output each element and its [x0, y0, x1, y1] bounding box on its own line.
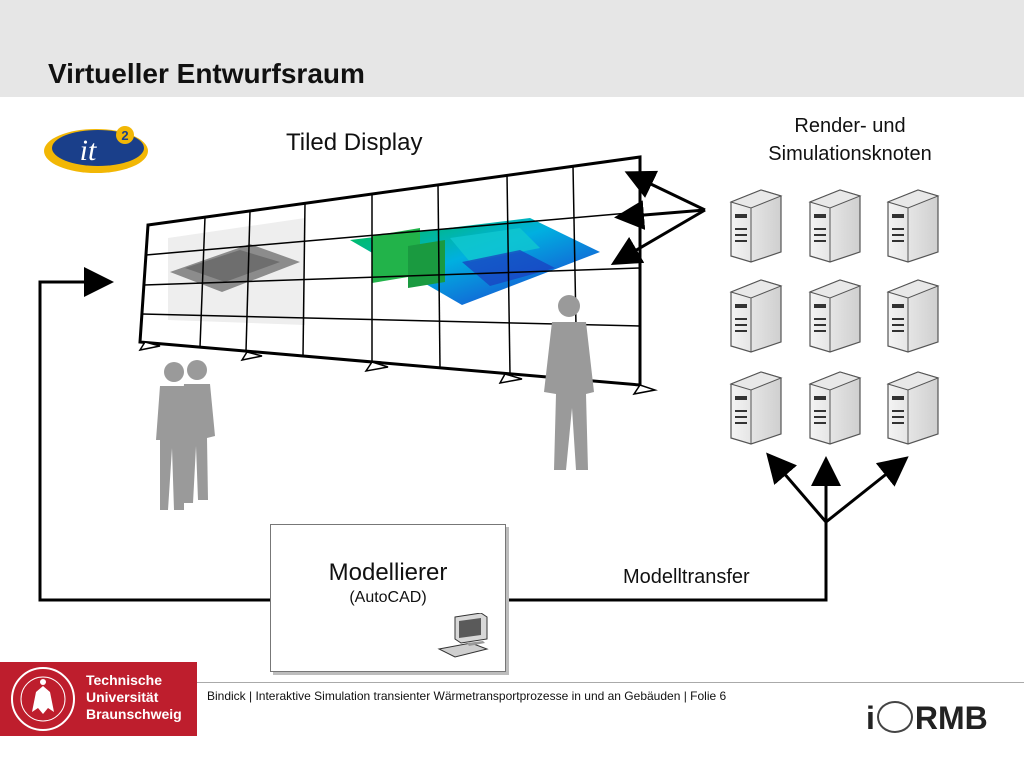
people-silhouettes [156, 295, 594, 510]
svg-text:2: 2 [121, 128, 128, 143]
render-nodes-label: Render- und Simulationsknoten [768, 115, 932, 165]
slide-title: Virtueller Entwurfsraum [48, 58, 365, 89]
computer-icon [437, 613, 489, 658]
render-nodes [729, 189, 940, 445]
transfer-lines [504, 452, 909, 602]
render-arrows [610, 170, 706, 266]
feedback-line [38, 267, 270, 602]
footer-divider [197, 682, 1024, 683]
tiled-display-label: Tiled Display [286, 129, 423, 156]
model-transfer-label: Modelltransfer [623, 566, 750, 588]
modeller-subtitle: (AutoCAD) [349, 589, 427, 606]
svg-text:it: it [80, 134, 97, 167]
it2-logo: it 2 [44, 126, 148, 173]
modeller-title: Modellierer [328, 559, 448, 586]
footer-text: Bindick | Interaktive Simulation transie… [207, 689, 727, 703]
tubs-seal-icon [11, 667, 75, 731]
header-band [0, 0, 1024, 97]
modeller-box: Modellierer (AutoCAD) [270, 524, 506, 672]
tiled-display-wall [138, 155, 658, 396]
